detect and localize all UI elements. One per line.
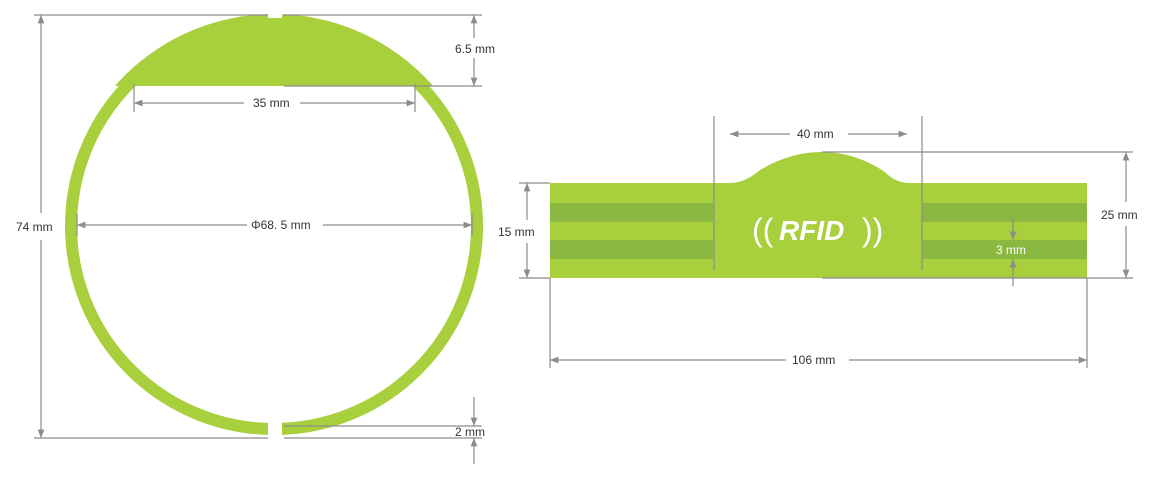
rfid-wave-right-icon: )): [862, 212, 883, 248]
dimension-2mm: 2 mm: [284, 397, 485, 464]
dimension-diameter: Φ68. 5 mm: [76, 214, 473, 236]
thickness-label: 2 mm: [455, 425, 485, 439]
dimension-74mm: 74 mm: [16, 14, 482, 439]
stripe-label: 3 mm: [996, 243, 1026, 257]
rfid-logo: (( RFID )): [752, 212, 883, 248]
dimension-35mm: 35 mm: [133, 84, 416, 112]
top-width-label: 40 mm: [797, 127, 834, 141]
height-label: 74 mm: [16, 220, 53, 234]
stripe-left-bottom: [550, 240, 713, 259]
length-label: 106 mm: [792, 353, 835, 367]
cap-height-label: 6.5 mm: [455, 42, 495, 56]
diameter-label: Φ68. 5 mm: [251, 218, 311, 232]
band-cap: [62, 14, 486, 86]
stripe-left-top: [550, 203, 713, 222]
dimension-15mm: 15 mm: [498, 182, 550, 279]
dimension-25mm: 25 mm: [822, 151, 1138, 279]
rfid-wave-left-icon: ((: [752, 212, 774, 248]
dimension-3mm: 3 mm: [996, 218, 1026, 286]
stripe-right-top: [922, 203, 1087, 222]
band-height-label: 15 mm: [498, 225, 535, 239]
flat-view: (( RFID )) 40 mm 15 mm 25 mm: [498, 116, 1138, 368]
rfid-logo-text: RFID: [779, 215, 844, 246]
dimension-40mm: 40 mm: [730, 127, 907, 141]
cap-width-label: 35 mm: [253, 96, 290, 110]
round-view: 74 mm 6.5 mm 35 mm Φ68. 5 mm: [16, 8, 495, 464]
total-height-label: 25 mm: [1101, 208, 1138, 222]
dimension-6-5mm: 6.5 mm: [284, 14, 495, 87]
stripe-right-bottom: [922, 240, 1087, 259]
dimension-106mm: 106 mm: [549, 278, 1088, 368]
